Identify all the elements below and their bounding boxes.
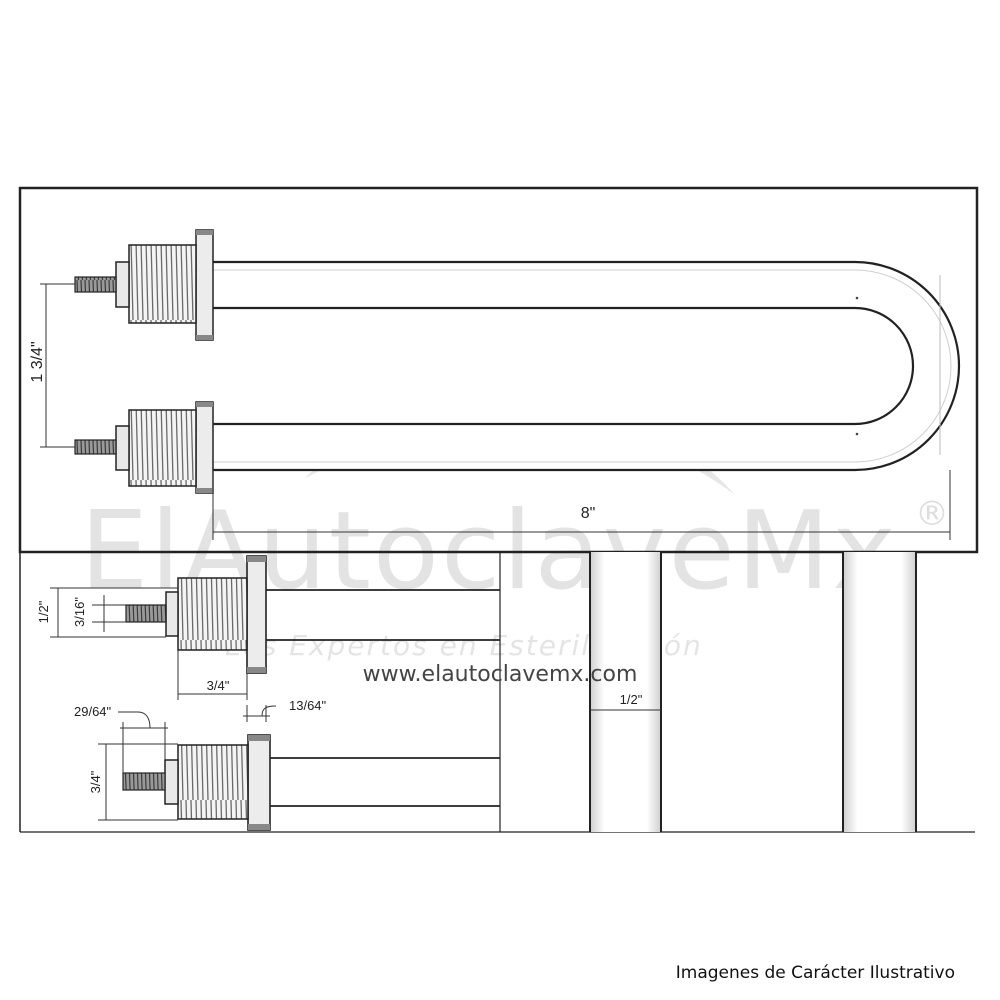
- footer-caption: Imagenes de Carácter Ilustrativo: [676, 963, 955, 983]
- dimension-stud-diameter-label: 3/16": [72, 597, 87, 627]
- watermark-registered-mark: ®: [915, 494, 949, 534]
- dimension-stud-offset-label: 29/64": [74, 704, 112, 719]
- dimension-tube-diameter-label: 1/2": [620, 692, 643, 707]
- watermark-url: www.elautoclavemx.com: [363, 662, 638, 687]
- dimension-thread-height-label: 1/2": [36, 600, 51, 623]
- tube-section-left: [590, 552, 661, 832]
- dimension-thread-height: [50, 587, 178, 638]
- u-tube-inner: [212, 306, 915, 426]
- dimension-thread-length-label: 3/4": [207, 678, 230, 693]
- lower-terminal: [74, 401, 214, 494]
- drawing-frame: [18, 186, 979, 833]
- dimension-stud-diameter: [92, 595, 126, 632]
- dimension-center-distance-label: 1 3/4": [29, 341, 46, 382]
- upper-terminal: [74, 229, 214, 341]
- dimension-flange-thickness: [243, 705, 277, 722]
- dimension-flange-thickness-label: 13/64": [289, 698, 327, 713]
- dimension-length-label: 8": [581, 505, 596, 522]
- dimension-thread-length: [177, 650, 248, 700]
- u-heater-element: 1 3/4" 8": [29, 229, 961, 540]
- dimension-length: [212, 470, 951, 540]
- tube-side-view: 1/2": [589, 552, 917, 832]
- tube-section-right: [843, 552, 916, 832]
- dimension-center-distance: [40, 283, 75, 448]
- dimension-flange-height-label: 3/4": [88, 770, 103, 793]
- dimension-stud-offset: [118, 711, 168, 773]
- terminal-detail-view: 1/2" 3/16" 3/4" 13/64": [36, 555, 500, 831]
- dimension-flange-height: [98, 743, 178, 821]
